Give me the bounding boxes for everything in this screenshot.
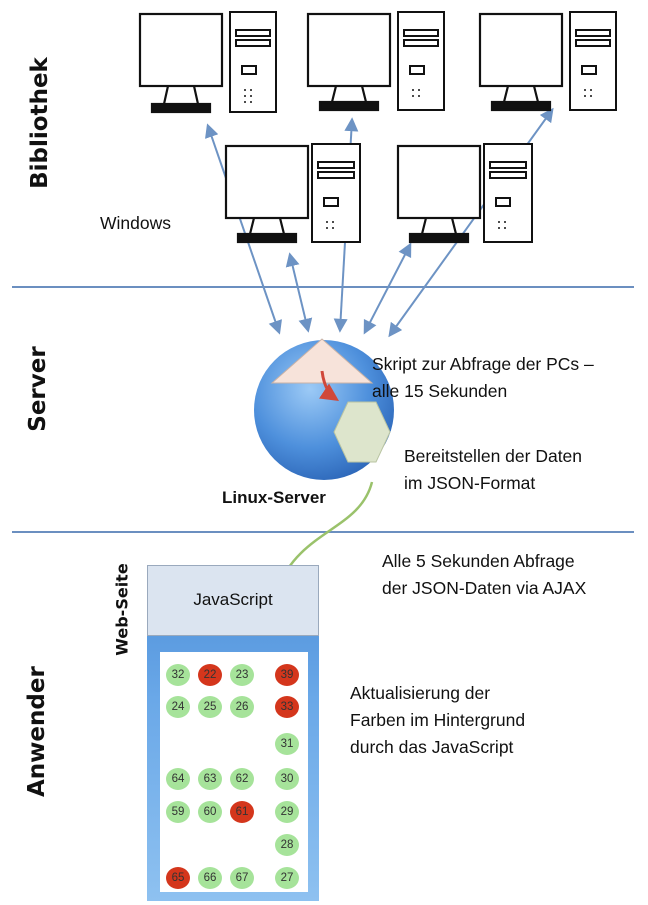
seat-29: 29 bbox=[275, 801, 299, 823]
script-triangle bbox=[270, 338, 374, 384]
note-script-1: Skript zur Abfrage der PCs – bbox=[372, 354, 594, 374]
note-json-1: Bereitstellen der Daten bbox=[404, 446, 583, 466]
linux-server-label: Linux-Server bbox=[222, 488, 326, 507]
monitor-icon bbox=[396, 144, 482, 244]
note-ajax-2: der JSON-Daten via AJAX bbox=[382, 578, 587, 598]
monitor-icon bbox=[478, 12, 564, 112]
pc-4 bbox=[224, 143, 361, 244]
pc-2 bbox=[306, 11, 445, 112]
seat-59: 59 bbox=[166, 801, 190, 823]
seat-map: 32 22 23 39 24 25 26 33 31 64 63 62 30 59 60 61 29 28 65 66… bbox=[160, 652, 308, 892]
seat-25: 25 bbox=[198, 696, 222, 718]
seat-67: 67 bbox=[230, 867, 254, 889]
monitor-icon bbox=[306, 12, 392, 112]
note-update-2: Farben im Hintergrund bbox=[350, 710, 526, 730]
note-update-3: durch das JavaScript bbox=[350, 737, 514, 757]
javascript-label: JavaScript bbox=[193, 590, 273, 609]
seat-64: 64 bbox=[166, 768, 190, 790]
javascript-box: JavaScript bbox=[147, 565, 319, 636]
json-hexagon bbox=[333, 401, 391, 463]
seat-27: 27 bbox=[275, 867, 299, 889]
script-to-data-arrow bbox=[319, 370, 339, 401]
monitor-icon bbox=[224, 144, 310, 244]
note-update-1: Aktualisierung der bbox=[350, 683, 491, 703]
tower-icon bbox=[569, 11, 617, 111]
pc-3 bbox=[478, 11, 617, 112]
note-json-2: im JSON-Format bbox=[404, 473, 536, 493]
note-ajax-1: Alle 5 Sekunden Abfrage bbox=[382, 551, 575, 571]
seat-60: 60 bbox=[198, 801, 222, 823]
seat-62: 62 bbox=[230, 768, 254, 790]
windows-label: Windows bbox=[100, 213, 171, 233]
separator-server-user bbox=[12, 531, 634, 533]
seat-39: 39 bbox=[275, 664, 299, 686]
seat-23: 23 bbox=[230, 664, 254, 686]
pc-1 bbox=[138, 11, 277, 114]
tower-icon bbox=[311, 143, 361, 243]
seat-26: 26 bbox=[230, 696, 254, 718]
seat-24: 24 bbox=[166, 696, 190, 718]
tower-icon bbox=[229, 11, 277, 113]
tower-icon bbox=[397, 11, 445, 111]
arrow-pc2 bbox=[285, 252, 313, 333]
seat-65: 65 bbox=[166, 867, 190, 889]
seat-32: 32 bbox=[166, 664, 190, 686]
seat-31: 31 bbox=[275, 733, 299, 755]
arrow-pc1 bbox=[205, 123, 282, 335]
note-script-2: alle 15 Sekunden bbox=[372, 381, 508, 401]
arrow-pc4 bbox=[363, 242, 412, 335]
separator-library-server bbox=[12, 286, 634, 288]
seat-22: 22 bbox=[198, 664, 222, 686]
seat-33: 33 bbox=[275, 696, 299, 718]
web-page-label: Web-Seite bbox=[112, 563, 132, 656]
seat-28: 28 bbox=[275, 834, 299, 856]
seat-30: 30 bbox=[275, 768, 299, 790]
seat-61: 61 bbox=[230, 801, 254, 823]
monitor-icon bbox=[138, 12, 224, 114]
seat-66: 66 bbox=[198, 867, 222, 889]
pc-5 bbox=[396, 143, 533, 244]
seat-63: 63 bbox=[198, 768, 222, 790]
tower-icon bbox=[483, 143, 533, 243]
server-globe bbox=[254, 338, 394, 480]
